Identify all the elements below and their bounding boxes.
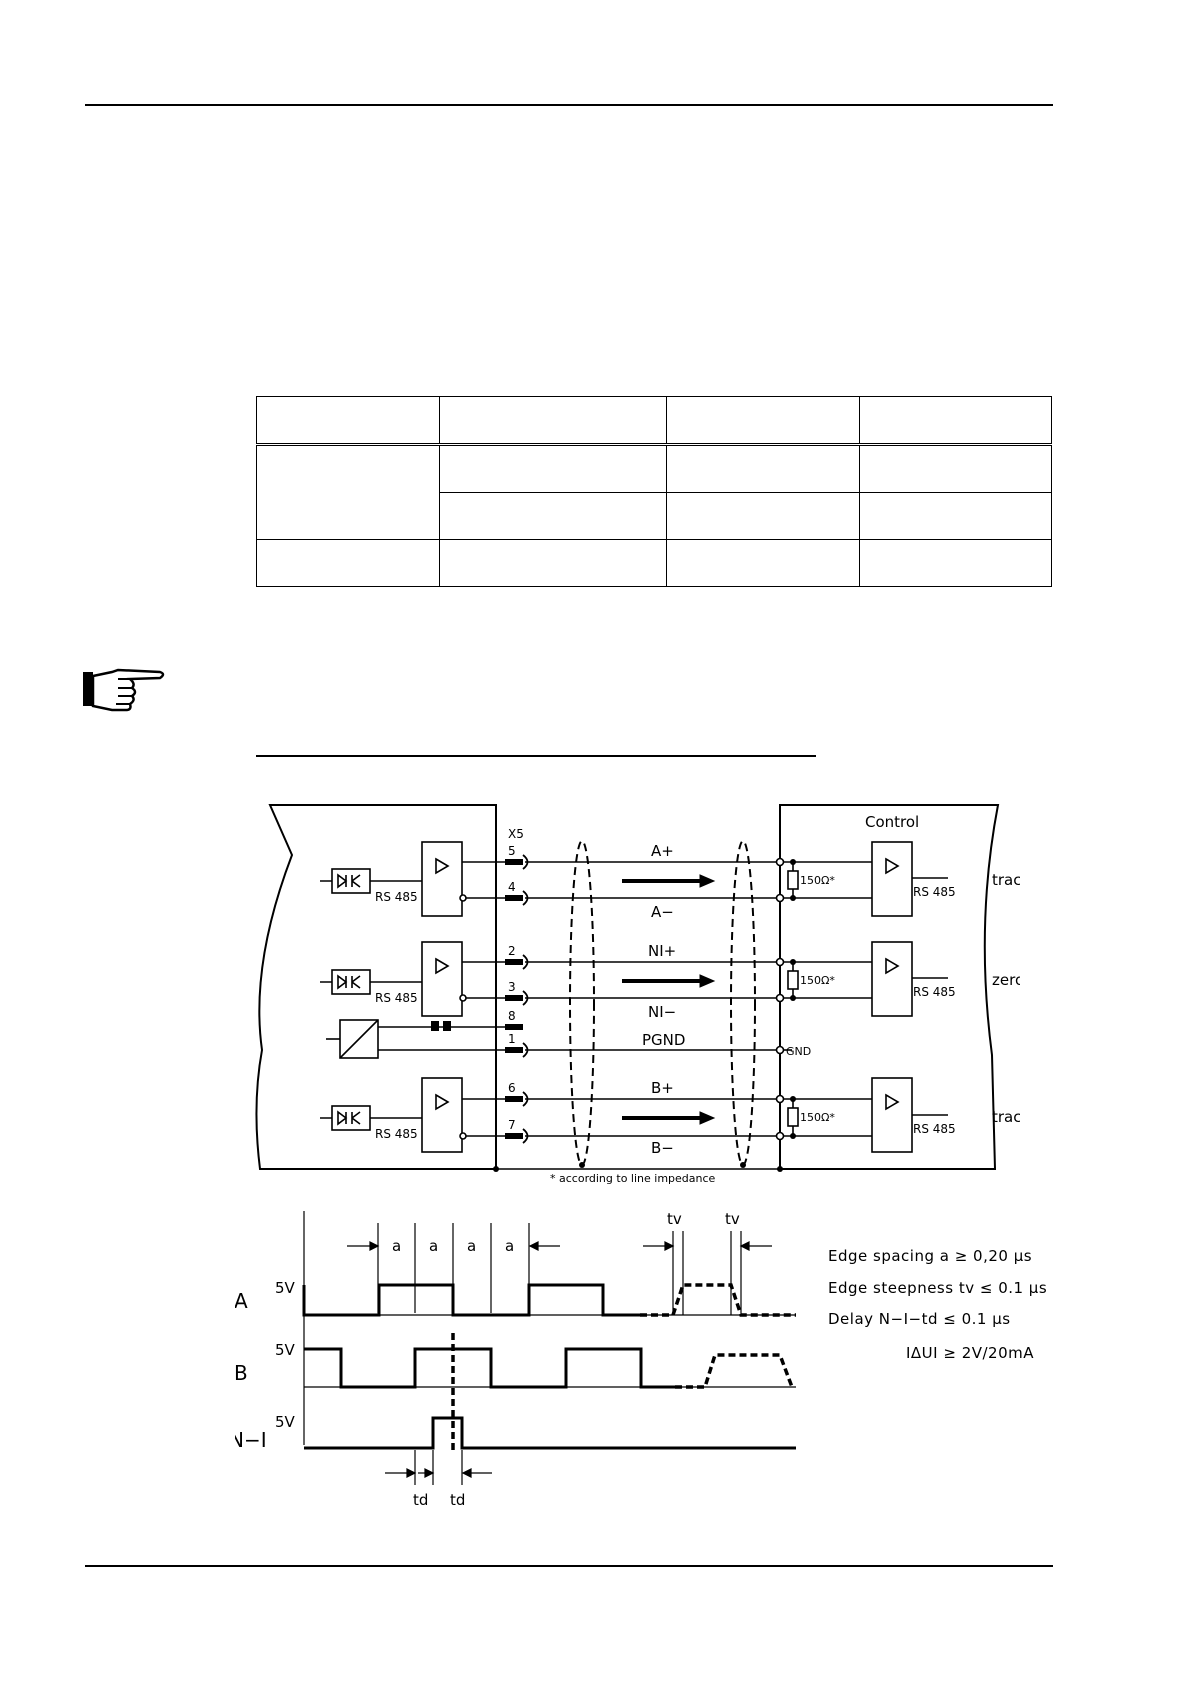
spacing-label: a [505, 1237, 514, 1255]
pin-label: 7 [508, 1118, 516, 1132]
table-cell [438, 444, 668, 493]
resistor-label: 150Ω* [800, 874, 835, 887]
table-row [256, 444, 1052, 540]
shield-left [569, 840, 595, 1166]
resistor-label: 150Ω* [800, 1111, 835, 1124]
control-housing [779, 804, 1000, 1170]
spacing-label: a [467, 1237, 476, 1255]
signal-label: B+ [651, 1079, 674, 1097]
param-current: IΔUI ≥ 2V/20mA [906, 1344, 1035, 1362]
control-label: Control [865, 813, 919, 831]
drive-housing [255, 804, 497, 1170]
table-cell [438, 492, 668, 540]
table-cell [666, 444, 861, 493]
param-delay: Delay N−I−td ≤ 0.1 µs [828, 1310, 1011, 1328]
table-cell [256, 444, 440, 540]
driver-label: RS 485 [375, 1127, 418, 1141]
pin-label: 8 [508, 1009, 516, 1023]
table-header-row [256, 396, 1052, 446]
table-row [256, 539, 1052, 587]
signal-label: A+ [651, 842, 674, 860]
steepness-label: tv [667, 1210, 682, 1228]
table-cell [859, 396, 1052, 446]
table-cell [666, 492, 861, 540]
table-cell [256, 396, 440, 446]
signal-b-label: B [235, 1361, 248, 1385]
spacing-label: a [429, 1237, 438, 1255]
signal-label: A− [651, 903, 674, 921]
footnote: * according to line impedance [550, 1172, 716, 1185]
table-cell [438, 396, 668, 446]
table-cell [859, 444, 1052, 493]
track-label: track A [992, 871, 1020, 889]
driver-label: RS 485 [375, 890, 418, 904]
signal-ni-label: N−I [235, 1428, 267, 1452]
pin-label: 3 [508, 980, 516, 994]
signal-a-waveform [302, 1283, 640, 1317]
level-label: 5V [275, 1279, 296, 1297]
param-edge-steepness: Edge steepness tv ≤ 0.1 µs [828, 1279, 1048, 1297]
signal-ni-waveform [304, 1416, 796, 1450]
table-cell [256, 539, 440, 587]
track-label: zero I [992, 971, 1020, 989]
pointing-hand-icon [83, 668, 165, 712]
table-cell [666, 396, 861, 446]
resistor-label: 150Ω* [800, 974, 835, 987]
steepness-label: tv [725, 1210, 740, 1228]
shield-right [730, 840, 756, 1166]
param-edge-spacing: Edge spacing a ≥ 0,20 µs [828, 1247, 1033, 1265]
signal-label: PGND [642, 1031, 685, 1049]
table-cell [859, 539, 1052, 587]
pin-label: 4 [508, 880, 516, 894]
signal-label: NI− [648, 1003, 676, 1021]
signal-b-waveform [304, 1347, 675, 1389]
gnd-label: GND [786, 1045, 811, 1058]
pin-label: 1 [508, 1032, 516, 1046]
encoder-wiring-diagram: X5 5 4 2 3 8 1 6 7 RS 485 RS 485 RS 485 … [255, 804, 1020, 1185]
table-cell [438, 539, 668, 587]
section-underline [256, 755, 816, 757]
driver-label: RS 485 [375, 991, 418, 1005]
delay-label: td [413, 1491, 428, 1509]
pin-label: 5 [508, 844, 516, 858]
spec-table [256, 396, 1052, 587]
level-label: 5V [275, 1341, 296, 1359]
signal-label: NI+ [648, 942, 676, 960]
signal-a-label: A [235, 1289, 248, 1313]
receiver-label: RS 485 [913, 885, 956, 899]
connector-label: X5 [508, 827, 524, 841]
pin-label: 2 [508, 944, 516, 958]
footer-rule [85, 1565, 1053, 1567]
signal-label: B− [651, 1139, 674, 1157]
timing-diagram: A B N−I 5V 5V 5V a a a a tv tv td td [235, 1210, 796, 1509]
receiver-label: RS 485 [913, 1122, 956, 1136]
receiver-label: RS 485 [913, 985, 956, 999]
pin-label: 6 [508, 1081, 516, 1095]
header-rule [85, 104, 1053, 106]
track-label: track B [992, 1108, 1020, 1126]
spacing-label: a [392, 1237, 401, 1255]
table-cell [666, 539, 861, 587]
level-label: 5V [275, 1413, 296, 1431]
table-cell [859, 492, 1052, 540]
delay-label: td [450, 1491, 465, 1509]
